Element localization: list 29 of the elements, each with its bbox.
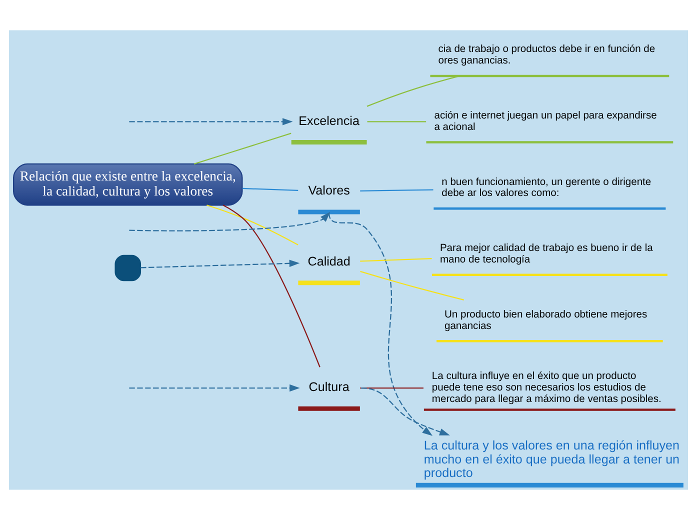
node-box (114, 254, 141, 282)
node-box: Relación que existe entre la excelencia, la calidad, cultura y los valores (12, 163, 242, 206)
node-text: Para mejor calidad de trabajo es bueno ir de la mano de tecnología (439, 243, 652, 266)
arrow (128, 212, 330, 232)
node-text: La cultura influye en el éxito que un producto puede tene eso son necesarios los estudios de mercado para llegar a máximo de ventas posibles. (431, 371, 661, 405)
connector (366, 121, 426, 122)
connector (360, 189, 433, 192)
connector (366, 75, 460, 107)
node-text: Valores (308, 184, 350, 198)
connector (222, 204, 320, 368)
arrow (140, 260, 300, 268)
node-text: Excelencia (298, 114, 359, 128)
connector (242, 188, 298, 191)
arrow (360, 387, 450, 436)
node-text: Un producto bien elaborado obtiene mejores ganancias (444, 309, 647, 332)
connector (360, 270, 464, 301)
node-text: cia de trabajo o productos debe ir en función de ores ganancias. (438, 44, 655, 67)
node-text: Calidad (307, 254, 350, 268)
arrow (128, 384, 300, 392)
node-text: La cultura y los valores en una región influyen mucho en el éxito que pueda llegar a tener un producto (423, 438, 680, 480)
node-text: Cultura (308, 380, 349, 394)
connector (206, 204, 298, 246)
node-text: n buen funcionamiento, un gerente o dirigente debe ar los valores como: (441, 176, 651, 200)
connector (360, 258, 432, 262)
arrow (128, 118, 292, 126)
node-text: ación e internet juegan un papel para expandirse a acional (434, 110, 656, 133)
connector (193, 132, 291, 165)
arrow (320, 212, 432, 436)
connector (360, 387, 423, 389)
